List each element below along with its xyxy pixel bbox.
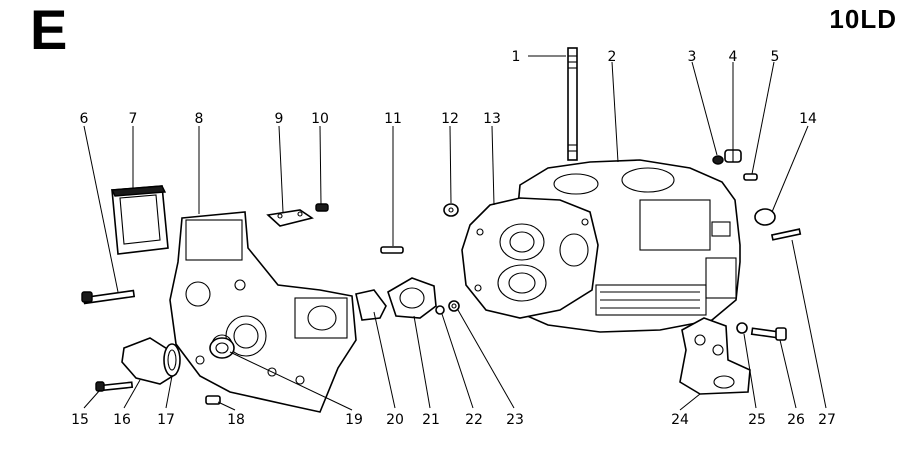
part-16-cover <box>121 337 177 385</box>
part-25-washer <box>736 322 748 334</box>
callout-5: 5 <box>771 49 780 65</box>
callout-16: 16 <box>113 412 131 428</box>
callout-24: 24 <box>671 412 689 428</box>
part-6-bolt <box>81 289 136 305</box>
part-23-nut <box>448 300 460 312</box>
part-4-plug <box>724 149 742 163</box>
callout-15: 15 <box>71 412 89 428</box>
part-24-foot-bracket <box>679 317 751 395</box>
part-15-bolt <box>95 381 134 392</box>
part-3-washer <box>712 155 724 165</box>
callout-21: 21 <box>422 412 440 428</box>
callout-23: 23 <box>506 412 524 428</box>
section-letter: E <box>30 0 68 61</box>
callout-10: 10 <box>311 111 329 127</box>
callout-14: 14 <box>799 111 817 127</box>
callout-4: 4 <box>729 49 738 65</box>
callout-labels: 1 2 3 4 5 6 7 8 9 10 11 12 13 14 15 16 1… <box>71 49 836 428</box>
callout-25: 25 <box>748 412 766 428</box>
part-22-washer <box>435 305 445 315</box>
callout-8: 8 <box>195 111 204 127</box>
part-1-long-stud <box>567 47 578 161</box>
callout-19: 19 <box>345 412 363 428</box>
callout-12: 12 <box>441 111 459 127</box>
part-13-gasket-face <box>461 197 599 319</box>
callout-3: 3 <box>688 49 697 65</box>
callout-2: 2 <box>608 49 617 65</box>
part-21-flange <box>387 277 437 319</box>
part-27-stud <box>770 228 802 241</box>
part-5-screw <box>743 173 758 181</box>
part-8-timing-cover <box>169 211 357 413</box>
part-10-screw <box>315 203 329 212</box>
callout-27: 27 <box>818 412 836 428</box>
leader-lines <box>83 55 827 411</box>
callout-22: 22 <box>465 412 483 428</box>
part-17-seal <box>163 343 181 377</box>
part-11-dowel <box>380 246 404 254</box>
callout-20: 20 <box>386 412 404 428</box>
callout-9: 9 <box>275 111 284 127</box>
part-26-bolt <box>750 327 787 341</box>
callout-6: 6 <box>80 111 89 127</box>
callout-7: 7 <box>129 111 138 127</box>
callout-1: 1 <box>512 49 521 65</box>
part-18-screw <box>205 395 221 405</box>
part-14-plug <box>754 208 776 226</box>
callout-18: 18 <box>227 412 245 428</box>
callout-11: 11 <box>384 111 402 127</box>
callout-26: 26 <box>787 412 805 428</box>
part-9-plate <box>266 209 314 227</box>
callout-17: 17 <box>157 412 175 428</box>
callout-13: 13 <box>483 111 501 127</box>
model-code: 10LD <box>829 4 897 34</box>
part-20-gasket <box>355 289 387 321</box>
part-7-gasket <box>110 185 169 255</box>
part-19-seal <box>209 337 235 359</box>
part-12-nut <box>443 203 459 217</box>
